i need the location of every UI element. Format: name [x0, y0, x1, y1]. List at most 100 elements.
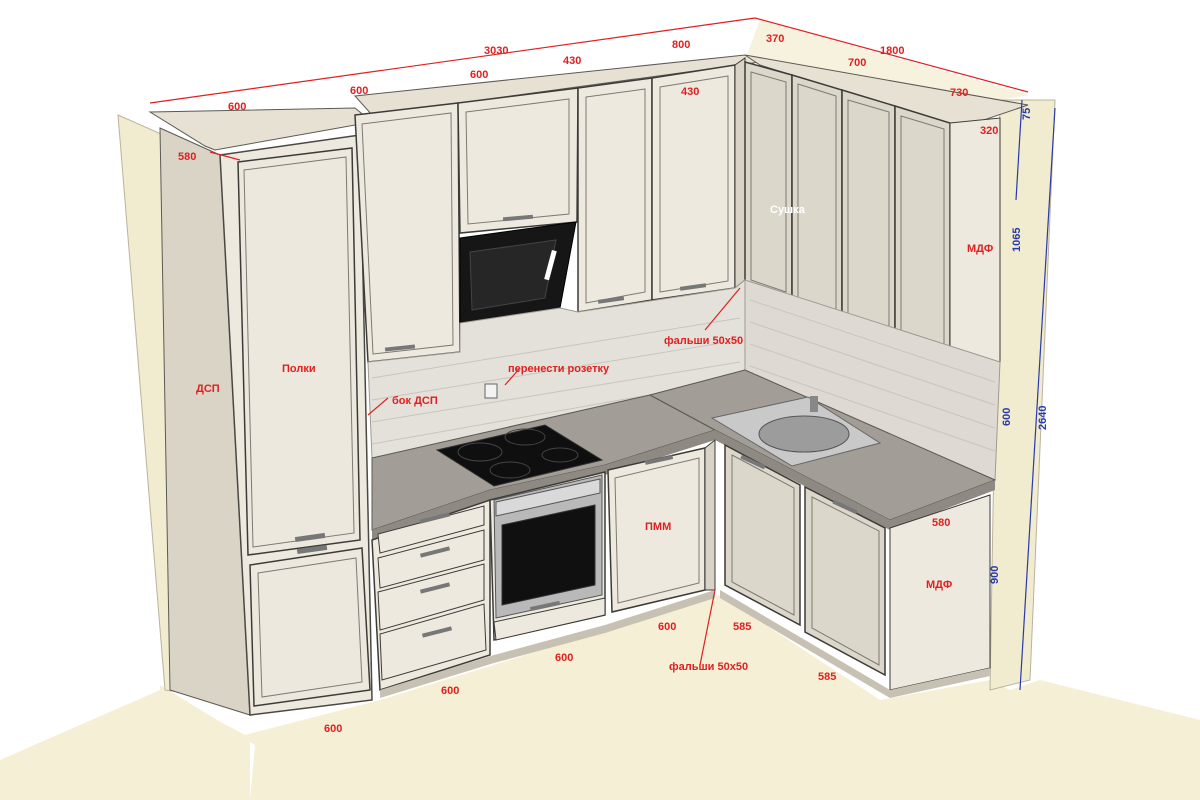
lower-right-handle-1: [740, 454, 766, 470]
dim-top-left-600a: 600: [228, 101, 246, 113]
label-pmm: ПММ: [645, 521, 671, 533]
lower-right-handle-2: [832, 499, 858, 515]
dim-bottom-600-b: 600: [555, 652, 573, 664]
label-falshi-bottom: фальши 50х50: [669, 661, 748, 673]
drawer-4: [379, 603, 487, 681]
drawer-handle-1: [419, 512, 451, 524]
tall-door-top-inner: [243, 156, 355, 548]
burner-3: [489, 461, 531, 479]
dim-depth-320: 320: [980, 125, 998, 137]
lower-right-1-inner: [731, 454, 795, 616]
right-wall: [989, 99, 1056, 691]
upper-cab-2: [457, 87, 579, 234]
dim-height-900: 900: [989, 566, 1001, 584]
dim-side-370: 370: [766, 33, 784, 45]
upper-handle-4: [679, 283, 707, 291]
dim-top-800: 800: [672, 39, 690, 51]
faucet: [810, 396, 818, 412]
drawer-handle-4: [421, 626, 453, 638]
dim-top-430a: 430: [563, 55, 581, 67]
oven-panel: [495, 478, 601, 517]
tall-door-bottom-inner: [257, 557, 363, 698]
dim-top-left-600b: 600: [350, 85, 368, 97]
dim-depth-580-bottom: 580: [932, 517, 950, 529]
burner-1: [457, 442, 503, 462]
label-mdf-top: МДФ: [967, 243, 993, 255]
upper-side-panel: [734, 57, 746, 290]
dim-bottom-585-b: 585: [818, 671, 836, 683]
lower-right-1: [724, 443, 801, 627]
dim-height-2640: 2640: [1037, 406, 1049, 430]
tall-door-bottom: [249, 547, 371, 707]
upper-cab-2-inner: [465, 98, 570, 225]
tall-handle-1: [294, 532, 326, 543]
dishwasher-handle: [644, 455, 674, 465]
upper-right-3: [841, 88, 896, 350]
drawer-handle-2: [419, 546, 451, 558]
upper-cab-4-inner: [659, 75, 729, 293]
upper-right-2: [791, 73, 843, 330]
cooktop: [435, 424, 604, 487]
tall-door-top: [237, 147, 361, 556]
upper-cab-1: [354, 102, 461, 363]
falsh-panel: [704, 438, 716, 591]
dim-bottom-585-a: 585: [733, 621, 751, 633]
dim-height-1065: 1065: [1011, 228, 1023, 252]
socket: [484, 383, 498, 399]
dimension-lines: [149, 17, 1029, 666]
tall-handle-2: [296, 544, 328, 555]
dim-depth-580-top: 580: [178, 151, 196, 163]
burner-4: [541, 447, 579, 463]
dim-height-600: 600: [1001, 408, 1013, 426]
back-wall-strip: [745, 20, 1030, 100]
plinth-right: [720, 590, 990, 698]
oven-glass: [501, 504, 596, 606]
oven-handle: [529, 600, 561, 612]
dim-top-total: 3030: [484, 45, 508, 57]
dishwasher-inner: [614, 457, 700, 604]
upper-right-1-inner: [750, 71, 787, 293]
label-falshi-top: фальши 50х50: [664, 335, 743, 347]
range-hood-light: [544, 249, 557, 281]
upper-handle-3: [597, 296, 625, 304]
upper-handle-2: [502, 214, 534, 222]
dim-bottom-600-a: 600: [441, 685, 459, 697]
burner-2: [504, 428, 546, 446]
label-mdf-bottom: МДФ: [926, 579, 952, 591]
dimension-lines-vertical: [1015, 99, 1056, 691]
label-polki: Полки: [282, 363, 316, 375]
upper-cab-3-inner: [585, 88, 646, 304]
floor-left: [0, 685, 250, 800]
dim-side-1800: 1800: [880, 45, 904, 57]
dim-top-430b: 430: [681, 86, 699, 98]
lower-right-2-inner: [811, 496, 880, 666]
dim-top-mid-600: 600: [470, 69, 488, 81]
countertop-edge-back: [372, 430, 715, 540]
upper-handle-1: [384, 344, 416, 352]
upper-cab-1-inner: [361, 112, 454, 355]
dim-height-75: 75: [1021, 108, 1033, 120]
range-hood-glass: [469, 239, 557, 311]
upper-cab-4: [651, 64, 736, 301]
lower-right-2: [804, 485, 886, 677]
upper-cab-3: [577, 77, 653, 313]
label-sushka: Сушка: [770, 204, 806, 216]
drawer-2: [377, 529, 485, 589]
cornice-left: [148, 107, 374, 151]
dim-bottom-600-left: 600: [324, 723, 342, 735]
sink-bowl: [758, 415, 850, 453]
dim-side-730: 730: [950, 87, 968, 99]
label-bok-dsp: бок ДСП: [392, 395, 438, 407]
dim-bottom-600-c: 600: [658, 621, 676, 633]
label-move-socket: перенести розетку: [508, 363, 610, 375]
dim-side-700: 700: [848, 57, 866, 69]
floor: [160, 595, 1200, 800]
upper-right-4: [894, 104, 951, 370]
label-dsp: ДСП: [196, 383, 220, 395]
upper-right-1: [744, 61, 793, 302]
drawer-handle-3: [419, 582, 451, 594]
drawer-3: [377, 563, 485, 631]
oven-bottom-drawer: [493, 597, 606, 641]
